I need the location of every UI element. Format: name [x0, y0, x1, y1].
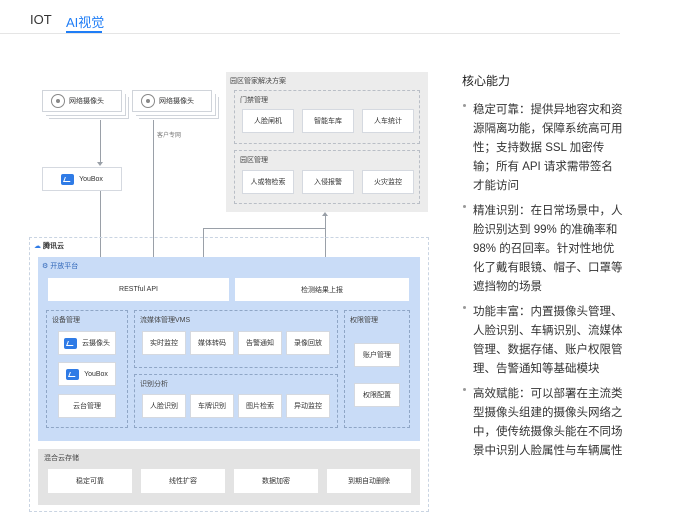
ptz-management-card: 云台管理	[58, 394, 116, 418]
storage-scale-card: 线性扩容	[141, 469, 225, 493]
intrusion-alarm-card: 入侵报警	[302, 170, 354, 194]
open-platform-label: 开放平台	[50, 263, 79, 270]
device-management-group	[46, 310, 128, 428]
camera-label: 网络摄像头	[69, 98, 104, 105]
permission-config-card: 权限配置	[354, 383, 400, 407]
permission-group	[344, 310, 410, 428]
cloud-camera-label: 云摄像头	[82, 340, 110, 347]
tab-ai-vision[interactable]: AI视觉	[66, 15, 105, 30]
storage-auto-delete-card: 到期自动删除	[327, 469, 411, 493]
storage-reliable-card: 稳定可靠	[48, 469, 132, 493]
cloud-brand-label: 腾讯云	[43, 243, 64, 250]
result-report-card: 检测结果上报	[235, 278, 409, 301]
plate-recognition-card: 车牌识别	[190, 394, 234, 418]
youbox-card: YouBox	[42, 167, 122, 191]
replay-card: 录像回放	[286, 331, 330, 355]
connector-line	[100, 120, 101, 164]
image-search-card: 图片检索	[238, 394, 282, 418]
account-management-card: 账户管理	[354, 343, 400, 367]
connector-line	[100, 191, 101, 257]
tencent-cloud-boundary	[29, 237, 429, 512]
fire-monitor-card: 火灾监控	[362, 170, 414, 194]
tab-bar: IOT AI视觉	[0, 0, 620, 34]
area-management-title: 园区管理	[240, 157, 268, 164]
camera-card-2: 网络摄像头	[132, 90, 212, 112]
permission-title: 权限管理	[350, 317, 378, 324]
park-solution-title: 园区管家解决方案	[230, 78, 286, 85]
alarm-notify-card: 告警通知	[238, 331, 282, 355]
smart-garage-card: 智能车库	[302, 109, 354, 133]
cloud-brand: ☁腾讯云	[34, 241, 64, 251]
cloud-camera-card: 云摄像头	[58, 331, 116, 355]
camera-card-1: 网络摄像头	[42, 90, 122, 112]
cloud-icon: ☁	[34, 243, 41, 250]
connector-line	[203, 228, 325, 229]
youbox-icon	[66, 368, 80, 380]
core-capabilities-panel: 核心能力 稳定可靠：提供异地容灾和资源隔离功能，保障系统高可用性；支持数据 SS…	[462, 72, 624, 467]
object-search-card: 人或物检索	[242, 170, 294, 194]
restful-api-card: RESTful API	[48, 278, 229, 301]
arrow-down-icon	[97, 162, 103, 166]
private-network-label: 客户专网	[157, 133, 182, 139]
face-recognition-card: 人脸识别	[142, 394, 186, 418]
live-monitor-card: 实时监控	[142, 331, 186, 355]
camera-icon	[141, 94, 155, 108]
feature-item: 稳定可靠：提供异地容灾和资源隔离功能，保障系统高可用性；支持数据 SSL 加密传…	[462, 101, 624, 196]
people-vehicle-stats-card: 人车统计	[362, 109, 414, 133]
active-tab-indicator	[66, 31, 102, 33]
recognition-group	[134, 374, 338, 428]
gear-icon: ⚙	[42, 263, 49, 270]
area-management-group	[234, 150, 420, 204]
core-capabilities-title: 核心能力	[462, 74, 511, 88]
feature-item: 精准识别：在日常场景中，人脸识别达到 99% 的准确率和 98% 的召回率。针对…	[462, 202, 624, 297]
camera-icon	[51, 94, 65, 108]
device-management-title: 设备管理	[52, 317, 80, 324]
vms-group	[134, 310, 338, 368]
device-youbox-label: YouBox	[84, 370, 108, 378]
hybrid-storage-title: 混合云存储	[44, 455, 79, 462]
camera-label: 网络摄像头	[159, 98, 194, 105]
feature-item: 高效赋能：可以部署在主流类型摄像头组建的摄像头网络之中，使传统摄像头能在不同场景…	[462, 385, 624, 461]
connector-line	[325, 228, 326, 278]
anomaly-monitor-card: 异动监控	[286, 394, 330, 418]
cloud-camera-icon	[64, 337, 77, 349]
face-gate-card: 人脸闸机	[242, 109, 294, 133]
arrow-up-icon	[322, 212, 328, 216]
connector-line	[153, 120, 154, 260]
recognition-title: 识别分析	[140, 381, 168, 388]
gate-management-title: 门禁管理	[240, 97, 268, 104]
youbox-icon	[61, 173, 75, 185]
device-youbox-card: YouBox	[58, 362, 116, 386]
open-platform-title: ⚙ 开放平台	[42, 261, 78, 271]
tab-iot[interactable]: IOT	[30, 12, 52, 27]
architecture-diagram: 网络摄像头 网络摄像头 客户专网 YouBox 园区管家解决方案 门禁管理 人脸…	[0, 0, 450, 530]
feature-item: 功能丰富：内置摄像头管理、人脸识别、车辆识别、流媒体管理、数据存储、账户权限管理…	[462, 303, 624, 379]
storage-encrypt-card: 数据加密	[234, 469, 318, 493]
vms-title: 流媒体管理VMS	[140, 317, 191, 324]
connector-line	[325, 216, 326, 228]
youbox-label: YouBox	[79, 175, 103, 183]
connector-line	[203, 228, 204, 264]
transcode-card: 媒体转码	[190, 331, 234, 355]
gate-management-group	[234, 90, 420, 144]
